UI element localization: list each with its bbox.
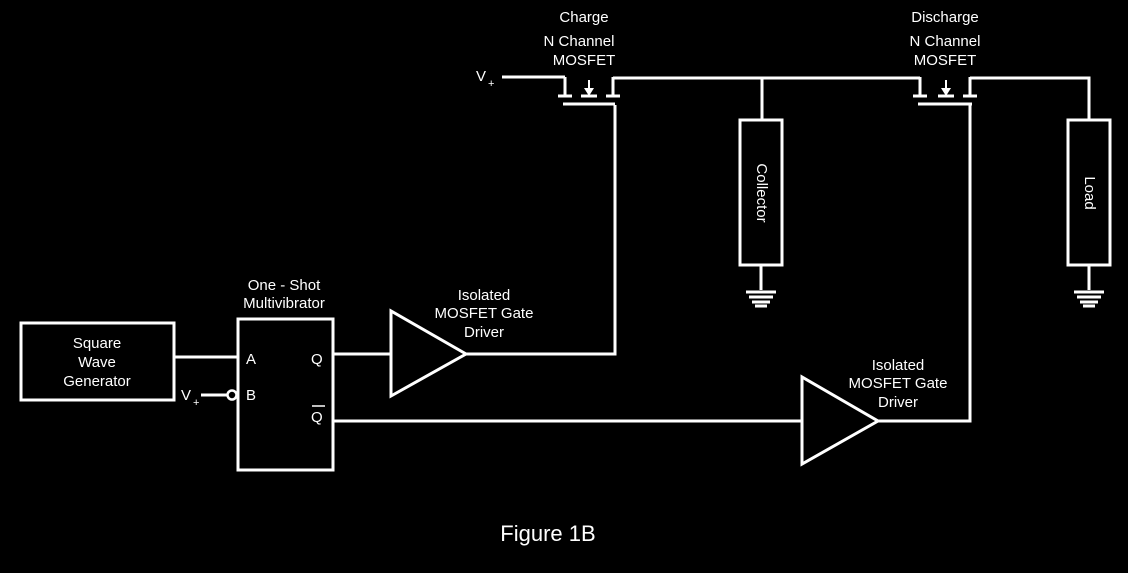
pin-b-label: B bbox=[246, 387, 256, 404]
collector-box bbox=[738, 118, 784, 267]
discharge-mosfet-label-line-1: Discharge bbox=[911, 9, 979, 26]
charge-mosfet-label-line-1: Charge bbox=[559, 9, 608, 26]
charge-mosfet-label-line-3: MOSFET bbox=[553, 52, 616, 69]
discharge-mosfet-symbol bbox=[913, 77, 977, 106]
one-shot-title-line-1: One - Shot bbox=[248, 277, 321, 294]
isolated-gate-driver-2: Isolated MOSFET Gate Driver bbox=[800, 357, 948, 467]
driver-2-label-line-2: MOSFET Gate bbox=[849, 375, 948, 392]
supply-b: V + bbox=[181, 387, 238, 409]
supply-charge: V + bbox=[476, 68, 565, 90]
square-wave-generator-label-line-3: Generator bbox=[63, 373, 131, 390]
load-ground-symbol bbox=[1074, 265, 1104, 308]
discharge-mosfet-label-line-3: MOSFET bbox=[914, 52, 977, 69]
driver-1-label-line-2: MOSFET Gate bbox=[435, 305, 534, 322]
discharge-mosfet-label-line-2: N Channel bbox=[910, 33, 981, 50]
square-wave-generator-label-line-1: Square bbox=[73, 335, 121, 352]
one-shot-multivibrator: One - Shot Multivibrator A B Q Q bbox=[236, 277, 335, 472]
load: Load bbox=[1066, 118, 1112, 308]
one-shot-box bbox=[236, 317, 335, 472]
wire-discharge-to-load bbox=[970, 76, 1091, 120]
driver-1-label-line-1: Isolated bbox=[458, 287, 511, 304]
driver-2-label-line-3: Driver bbox=[878, 394, 918, 411]
collector-ground-symbol bbox=[746, 265, 776, 308]
square-wave-generator-box bbox=[19, 321, 176, 402]
one-shot-title-line-2: Multivibrator bbox=[243, 295, 325, 312]
discharge-mosfet: Discharge N Channel MOSFET bbox=[910, 9, 981, 106]
driver-2-label-line-1: Isolated bbox=[872, 357, 925, 374]
load-label: Load bbox=[1081, 176, 1098, 209]
charge-mosfet-label-line-2: N Channel bbox=[544, 33, 615, 50]
driver-2-triangle bbox=[800, 374, 882, 467]
supply-b-v-label: V bbox=[181, 387, 191, 404]
terminal-b-circle bbox=[226, 389, 238, 401]
driver-1-triangle bbox=[389, 308, 470, 399]
driver-1-label-line-3: Driver bbox=[464, 324, 504, 341]
supply-charge-v-label: V bbox=[476, 68, 486, 85]
charge-mosfet: Charge N Channel MOSFET bbox=[544, 9, 620, 106]
collector-label: Collector bbox=[753, 163, 770, 222]
supply-b-subscript: + bbox=[193, 397, 199, 409]
isolated-gate-driver-1: Isolated MOSFET Gate Driver bbox=[389, 287, 534, 399]
figure-caption: Figure 1B bbox=[500, 521, 595, 546]
wire-driver-2-to-discharge-gate bbox=[878, 104, 972, 423]
pin-q-label: Q bbox=[311, 351, 323, 368]
square-wave-generator-label-line-2: Wave bbox=[78, 354, 116, 371]
pin-a-label: A bbox=[246, 351, 256, 368]
load-box bbox=[1066, 118, 1112, 267]
collector: Collector bbox=[738, 118, 784, 308]
square-wave-generator: Square Wave Generator bbox=[19, 321, 176, 402]
pin-qbar-label: Q bbox=[311, 409, 323, 426]
supply-charge-subscript: + bbox=[488, 78, 494, 90]
charge-mosfet-symbol bbox=[558, 77, 620, 106]
wire-driver-1-to-charge-gate bbox=[466, 105, 617, 356]
